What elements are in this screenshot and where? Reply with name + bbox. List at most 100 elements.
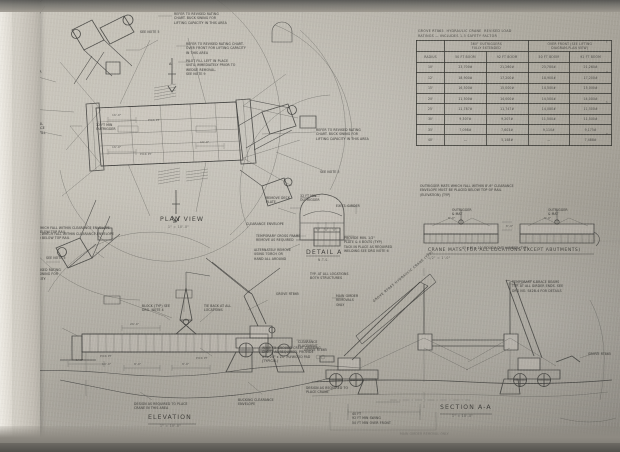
- plan-dim-1: 16'-0": [112, 113, 122, 117]
- load-table-cell-r7-c0: 40': [415, 134, 446, 146]
- elev-note-grove: GROVE RT865: [276, 292, 300, 296]
- load-table-cell-r0-c2: 21,260#: [485, 61, 529, 74]
- sect-note-main-girder: MAIN GIRDER REMOVALS ONLY: [336, 294, 359, 307]
- sect-note-grove: GROVE RT865: [588, 352, 612, 356]
- detail-note-cross-frame: TEMPORARY CROSS FRAME REMOVE AS REQUIRED: [256, 234, 301, 243]
- load-table-cell-r1-c3: 18,900#: [527, 72, 571, 84]
- mat-dim-3: 8'-0": [506, 224, 514, 228]
- load-table-cell-r3-c0: 20': [415, 92, 446, 105]
- load-table-cell-r3-c2: 14,000#: [485, 92, 529, 105]
- load-table-row: 35'7,098#7,603#9,110#9,175#: [415, 124, 612, 136]
- elev-dim-2: 8'-0": [134, 362, 142, 366]
- load-table-group-header-1: OVER FRONT (SEE LIFTING DIAGRAM-PLAN VIE…: [527, 39, 612, 53]
- elev-note-block: BLOCK (TYP) SEE DRG. NOTE 4: [142, 304, 171, 313]
- elevation-title: ELEVATION: [148, 414, 192, 421]
- detail-note-plate-bolts: PROVIDE MIN. 1/2" PLATE & 4 BOLTS (TYP) …: [344, 236, 393, 254]
- sect-note-kbrace: TEMPORARY K-BRACE BEAMS TYP. AT ALL GIRD…: [512, 280, 564, 293]
- mat-note-lumber: 4" x 6" x 10' ROUGH CUT LUMBER (TYP): [462, 246, 529, 250]
- elev-pick-pt-1: PICK PT: [100, 354, 112, 358]
- elev-note-tie-back: TIE BACK AT ALL LOCATIONS: [204, 304, 232, 313]
- mat-note-outrigger-2: OUTRIGGER & MAT: [548, 208, 568, 217]
- mat-dim-1: 8'-0": [448, 216, 456, 220]
- plan-dim-3: 10'-9": [200, 140, 210, 144]
- detail-a-scale: N.T.S.: [318, 258, 329, 262]
- plan-note-see-note-5-b: SEE NOTE 5: [320, 170, 340, 174]
- elev-note-whip: WHIP TO GROUND CREW. CRIBBING SHORT AS R…: [262, 346, 321, 364]
- elev-pick-pt-2: PICK PT: [196, 356, 208, 360]
- sect-note-boom-len: 40 FT 92 FT MIN SWING 50 FT MIN OVER FRO…: [352, 412, 391, 425]
- plan-note-rating-chart-top: REFER TO REVISED RATING CHART. BUCK SWIN…: [174, 12, 227, 25]
- load-table-caption: GROVE RT865 HYDRAULIC CRANE REVISED LOAD…: [418, 29, 612, 39]
- elev-dim-3: 8'-0": [182, 362, 190, 366]
- load-table-cell-r4-c1: 11,787#: [444, 103, 487, 115]
- load-table-cell-r4-c2: 11,747#: [485, 103, 529, 115]
- load-table-row: 20'11,500#14,000#14,500#14,000#: [415, 92, 612, 105]
- sect-note-typ-all: TYP. AT ALL LOCATIONS BOTH STRUCTURES: [310, 272, 349, 281]
- load-table-cell-r4-c0: 25': [415, 103, 446, 115]
- elev-dim-5: 10'-9": [102, 362, 112, 366]
- load-table-cell-r7-c3: —: [527, 134, 571, 146]
- load-table-cell-r6-c3: 9,110#: [527, 124, 571, 136]
- load-table-cell-r1-c2: 17,200#: [485, 72, 529, 84]
- photo-bottom-edge: [0, 443, 620, 452]
- plan-note-outrigger-mid: 32 FT MIN OUTRIGGER: [96, 123, 116, 132]
- load-table-cell-r2-c2: 15,000#: [485, 82, 529, 94]
- plan-note-see-note-5-c: SEE NOTE 5: [46, 256, 66, 260]
- plan-note-pilot-fill: PILOT FILL LEFT IN PLACE UNTIL IMMEDIATE…: [186, 59, 236, 77]
- elev-dim-1: 26'-0": [130, 322, 140, 326]
- load-table-cell-r1-c0: 12': [415, 72, 446, 84]
- plan-note-see-note-5-a: SEE NOTE 5: [140, 30, 160, 34]
- detail-note-exist-girder: EXIST. GIRDER: [336, 204, 360, 208]
- elev-note-design: DESIGN AS REQUIRED TO PLACE CRANE IN THI…: [134, 402, 188, 411]
- section-aa-scale: 1" = 10'-0": [452, 414, 474, 418]
- load-table-cell-r6-c0: 35': [415, 124, 446, 136]
- load-rating-table: GROVE RT865 HYDRAULIC CRANE REVISED LOAD…: [415, 29, 612, 146]
- plan-note-outrigger-min-lower: 32 FT MIN OUTRIGGER: [300, 194, 320, 203]
- load-table-column-header-4: 92 FT BOOM: [569, 51, 612, 63]
- load-table-cell-r0-c3: 23,700#: [527, 61, 571, 74]
- load-table-group-header-0: 360° OUTRIGGERS FULLY EXTENDED: [444, 39, 529, 53]
- margin-mark-1: t: [606, 40, 608, 44]
- load-table-column-header-0: RADIUS: [415, 51, 446, 63]
- plan-pick-pt-1: PICK PT: [148, 118, 160, 122]
- section-marker-a-bottom: A: [173, 220, 176, 224]
- load-table-row: 12'18,900#17,200#18,900#17,200#: [415, 72, 612, 84]
- photo-top-edge: [0, 0, 620, 12]
- elev-dim-4: 1'-6": [76, 358, 84, 362]
- margin-mark-3: s: [606, 100, 608, 104]
- section-marker-a-top: A: [169, 62, 172, 66]
- detail-note-remove-deck: REMOVE DECK PLATE: [266, 196, 291, 205]
- margin-mark-2: a: [606, 70, 609, 74]
- load-table-cell-r2-c1: 16,500#: [444, 82, 487, 94]
- load-table-cell-r2-c0: 15': [415, 82, 446, 94]
- load-table-cell-r7-c4: 7,488#: [569, 134, 612, 146]
- load-table-cell-r6-c1: 7,098#: [444, 124, 487, 136]
- mat-note-envelope: OUTRIGGER MATS WHICH FALL WITHIN 8'-6" C…: [420, 184, 514, 197]
- load-table-row: 10'23,700#21,260#23,700#21,260#: [415, 61, 612, 74]
- sect-note-design: DESIGN AS REQUIRED TO PLACE CRANE: [306, 386, 349, 395]
- elev-note-envelope: BUCKING CLEARANCE ENVELOPE: [238, 398, 274, 407]
- elev-note-clearance: CLEARANCE PLACEMENT: [298, 340, 318, 349]
- load-table-row: 25'11,787#11,747#14,080#11,500#: [415, 103, 612, 115]
- load-table-cell-r3-c1: 11,500#: [444, 92, 487, 105]
- load-table-cell-r0-c1: 23,700#: [444, 61, 487, 74]
- plan-view-title: PLAN VIEW: [160, 216, 205, 223]
- crane-mats-scale: 1/2" = 1'-0": [428, 256, 451, 260]
- load-table-cell-r6-c2: 7,603#: [485, 124, 529, 136]
- detail-note-envelope: CLEARANCE ENVELOPE: [246, 222, 284, 226]
- load-table-column-header-2: 92 FT BOOM: [485, 51, 529, 63]
- load-table-cell-r5-c4: 11,500#: [569, 113, 612, 126]
- load-table-row: 30'9,307#9,207#11,500#11,500#: [415, 113, 612, 126]
- section-aa-title: SECTION A-A: [440, 404, 492, 411]
- mat-note-outrigger-1: OUTRIGGER & MAT: [452, 208, 472, 217]
- plan-pick-pt-2: PICK PT: [140, 152, 152, 156]
- load-table-cell-r3-c3: 14,500#: [527, 92, 571, 105]
- load-table-caption-line1: GROVE RT865 HYDRAULIC CRANE REVISED LOAD: [418, 29, 512, 33]
- plan-note-over-front: REFER TO REVISED RATING CHART. OVER FRON…: [186, 42, 246, 55]
- load-table-caption-line2: RATINGS — INCLUDES 1.5 SAFETY FACTOR: [418, 33, 497, 38]
- load-table-row: 40'—5,148#—7,488#: [415, 134, 612, 146]
